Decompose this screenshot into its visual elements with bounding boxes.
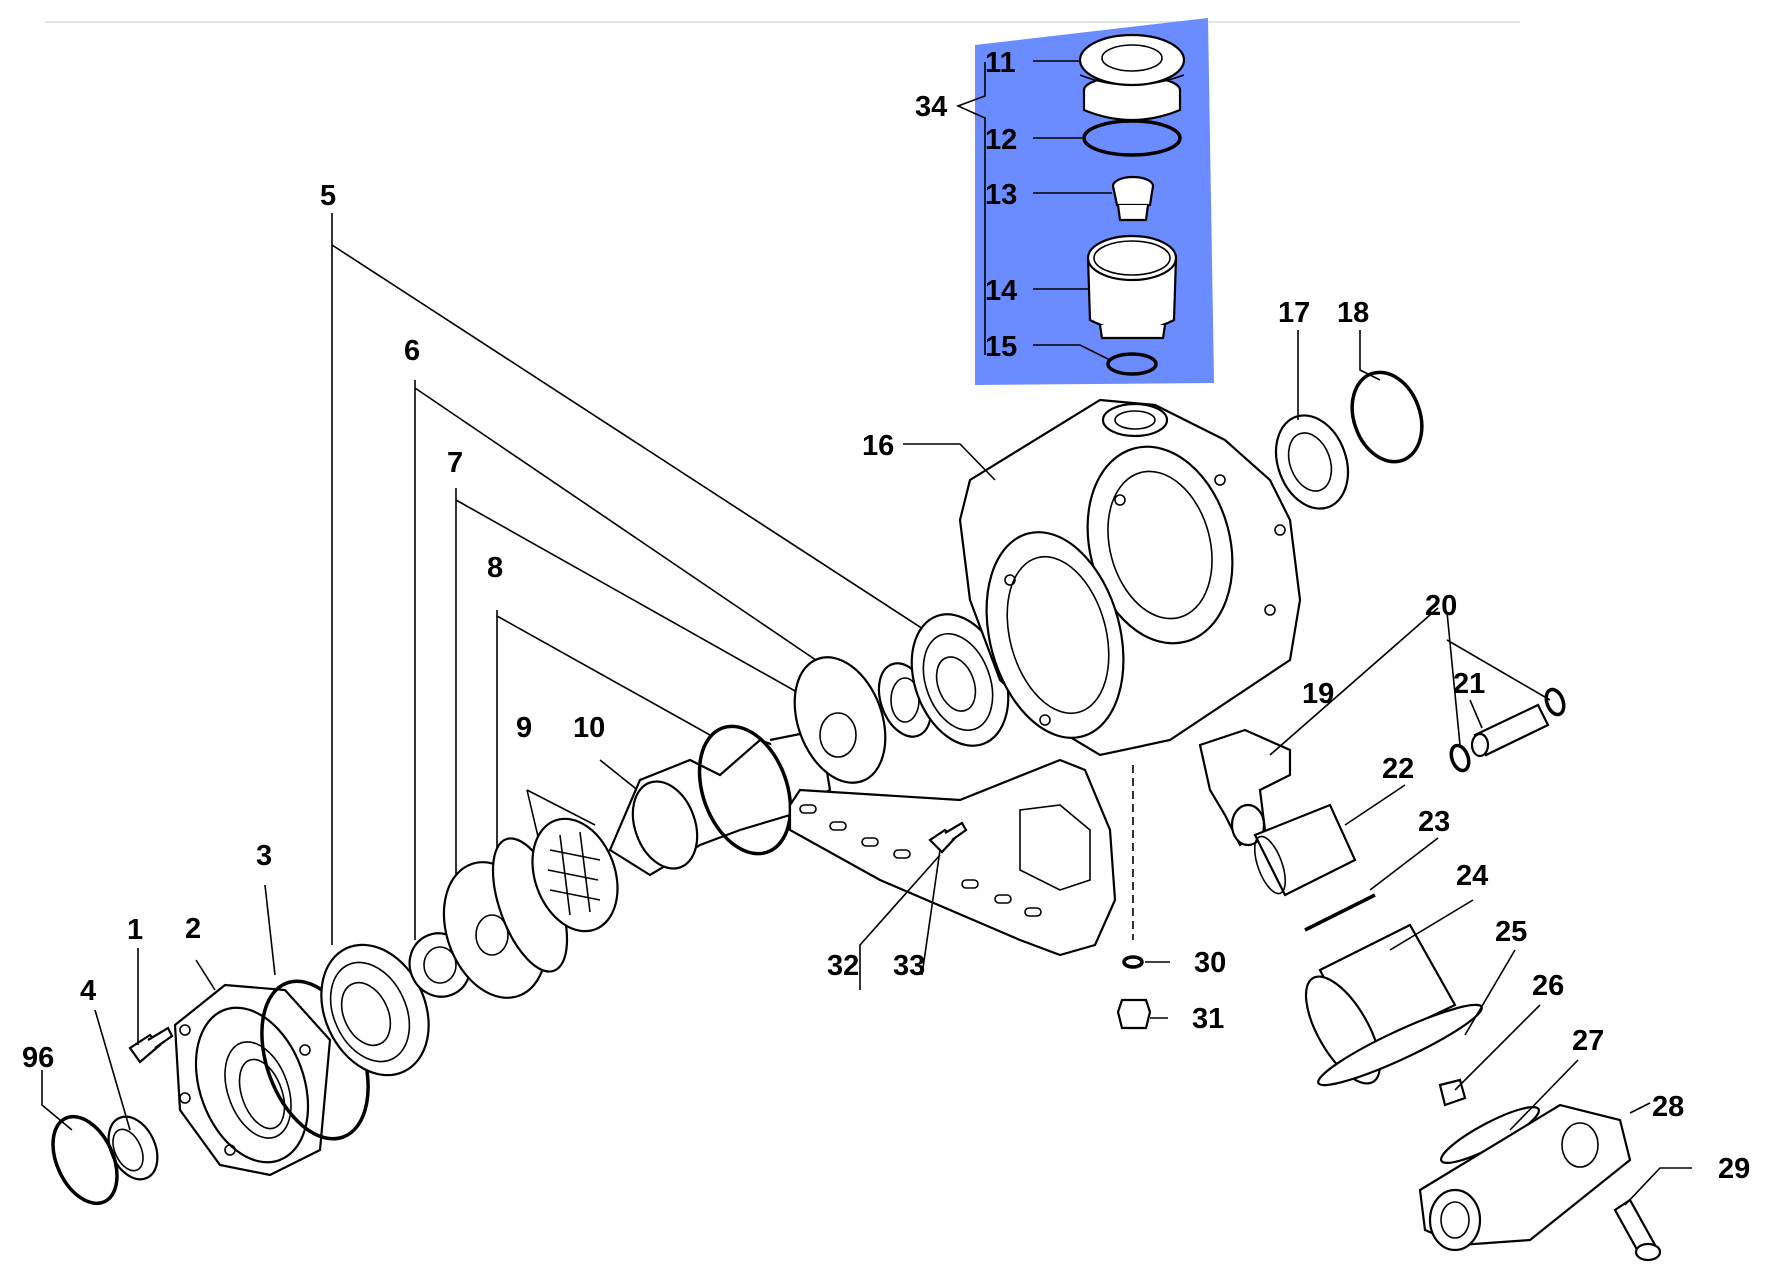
part-4-seal[interactable] (99, 1109, 167, 1187)
label-1: 1 (127, 914, 143, 946)
label-14: 14 (985, 275, 1017, 307)
label-17: 17 (1278, 297, 1310, 329)
label-30: 30 (1194, 947, 1226, 979)
part-22-piston[interactable] (1248, 803, 1357, 897)
label-32: 32 (827, 950, 859, 982)
part-9-needle-bearing[interactable] (518, 807, 633, 943)
part-17-seal[interactable] (1264, 405, 1361, 518)
label-34: 34 (915, 91, 947, 123)
part-14-cup[interactable] (1086, 234, 1178, 340)
part-29-bolt[interactable] (1613, 1198, 1662, 1262)
part-8b-ring[interactable] (683, 714, 807, 867)
label-25: 25 (1495, 916, 1527, 948)
part-5-bearing[interactable] (301, 927, 449, 1093)
leader-lines (331, 213, 941, 945)
part-15-ring[interactable] (1106, 352, 1158, 376)
bracket-34 (955, 62, 986, 355)
label-18: 18 (1337, 297, 1369, 329)
part-12-o-ring[interactable] (1082, 119, 1182, 157)
part-18-circlip[interactable] (1340, 362, 1433, 471)
part-32-plate[interactable] (788, 758, 1117, 957)
label-4: 4 (80, 975, 96, 1007)
part-96-circlip[interactable] (40, 1106, 130, 1213)
part-13-valve[interactable] (1111, 175, 1155, 222)
label-2: 2 (185, 913, 201, 945)
label-28: 28 (1652, 1091, 1684, 1123)
part-16-housing[interactable] (958, 398, 1302, 757)
label-leaders (41, 330, 1692, 1206)
label-7: 7 (447, 447, 463, 479)
label-12: 12 (985, 124, 1017, 156)
label-20: 20 (1425, 590, 1457, 622)
label-33: 33 (893, 950, 925, 982)
label-15: 15 (985, 331, 1017, 363)
highlight-group-34[interactable]: 11 12 13 14 15 34 (915, 18, 1214, 385)
label-31: 31 (1192, 1003, 1224, 1035)
part-6b-washer[interactable] (778, 645, 901, 796)
label-22: 22 (1382, 753, 1414, 785)
part-20-circlips[interactable] (1448, 687, 1567, 773)
part-23-ring[interactable] (1304, 893, 1376, 932)
label-13: 13 (985, 179, 1017, 211)
part-5b-bearing[interactable] (894, 601, 1025, 760)
label-5: 5 (320, 180, 336, 212)
part-28-head[interactable] (1418, 1103, 1632, 1252)
label-6: 6 (404, 335, 420, 367)
label-10: 10 (573, 712, 605, 744)
label-3: 3 (256, 840, 272, 872)
part-11-cap[interactable] (1078, 33, 1186, 122)
label-23: 23 (1418, 806, 1450, 838)
label-26: 26 (1532, 970, 1564, 1002)
part-2-flange[interactable] (173, 983, 332, 1178)
label-29: 29 (1718, 1153, 1750, 1185)
label-27: 27 (1572, 1025, 1604, 1057)
part-31-plug[interactable] (1116, 998, 1152, 1030)
label-9: 9 (516, 712, 532, 744)
label-8: 8 (487, 552, 503, 584)
label-21: 21 (1453, 668, 1485, 700)
part-21-pin[interactable] (1470, 703, 1550, 758)
label-11: 11 (985, 47, 1016, 79)
part-33-bolt[interactable] (928, 821, 968, 854)
part-1-bolt[interactable] (128, 1026, 174, 1064)
label-96: 96 (22, 1042, 54, 1074)
label-19: 19 (1302, 678, 1334, 710)
label-24: 24 (1456, 860, 1488, 892)
part-30-washer[interactable] (1122, 955, 1144, 969)
label-16: 16 (862, 430, 894, 462)
